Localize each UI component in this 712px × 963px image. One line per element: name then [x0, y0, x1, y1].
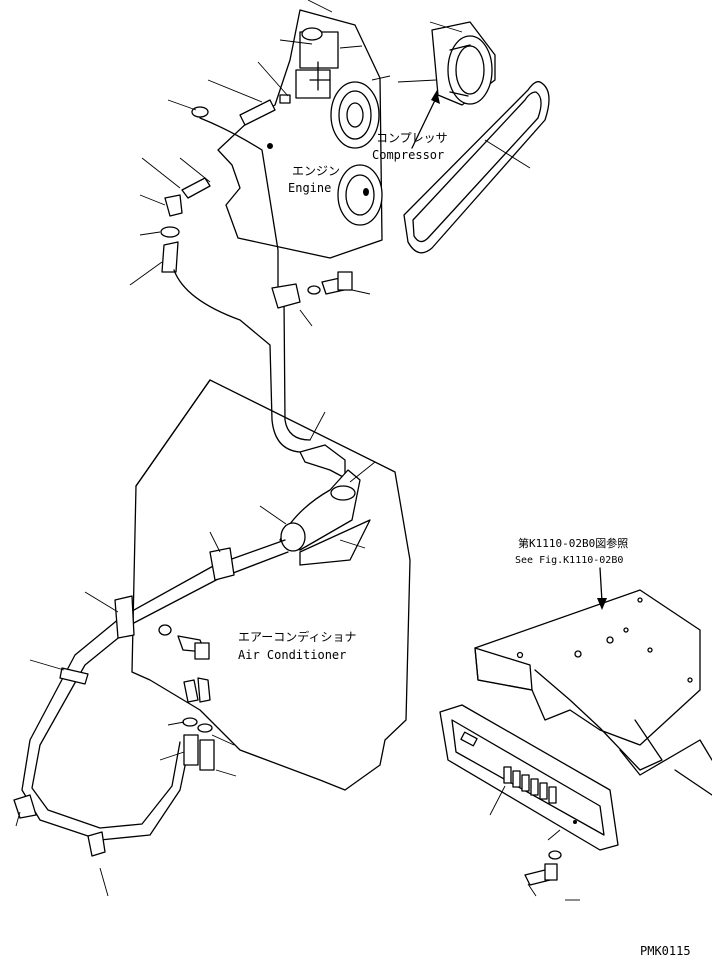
drain-hose-loop — [13, 595, 191, 857]
bolt-washer — [307, 271, 353, 295]
aircon-label-jp: エアーコンディショナ — [238, 629, 356, 644]
leader-lines — [15, 0, 531, 897]
hose-fittings-top — [160, 94, 291, 273]
heater-hose-return — [173, 269, 301, 453]
mounting-bracket — [474, 589, 712, 796]
page-code: PMK0115 — [640, 944, 691, 958]
air-duct — [279, 444, 371, 566]
air-conditioner-unit — [131, 379, 411, 791]
crank-pulley — [337, 164, 383, 226]
engine-assembly — [217, 9, 383, 259]
panel-switches — [503, 766, 557, 804]
engine-pulley — [330, 81, 380, 149]
hose-clamp — [271, 283, 301, 309]
aircon-label-en: Air Conditioner — [238, 648, 346, 662]
drain-hose-a — [124, 539, 286, 616]
panel-leaders — [489, 785, 580, 901]
heater-hose-upper — [199, 117, 279, 301]
engine-label-en: Engine — [288, 181, 331, 195]
control-panel — [439, 704, 619, 851]
reference-label-en: See Fig.K1110-02B0 — [515, 555, 623, 566]
bolt-washer-mid — [158, 624, 210, 660]
compressor-label-en: Compressor — [372, 148, 444, 162]
compressor — [431, 21, 496, 106]
compressor-label-jp: コンプレッサ — [376, 131, 448, 145]
reference-arrow — [599, 567, 603, 603]
reference-label-jp: 第K1110-02B0図参照 — [518, 536, 628, 550]
drain-elbows — [182, 677, 215, 771]
compressor-arrow — [411, 95, 438, 149]
panel-bolt — [524, 850, 562, 886]
drive-belt — [403, 81, 550, 254]
engine-label-jp: エンジン — [292, 164, 340, 178]
clamp-mid — [209, 547, 235, 581]
